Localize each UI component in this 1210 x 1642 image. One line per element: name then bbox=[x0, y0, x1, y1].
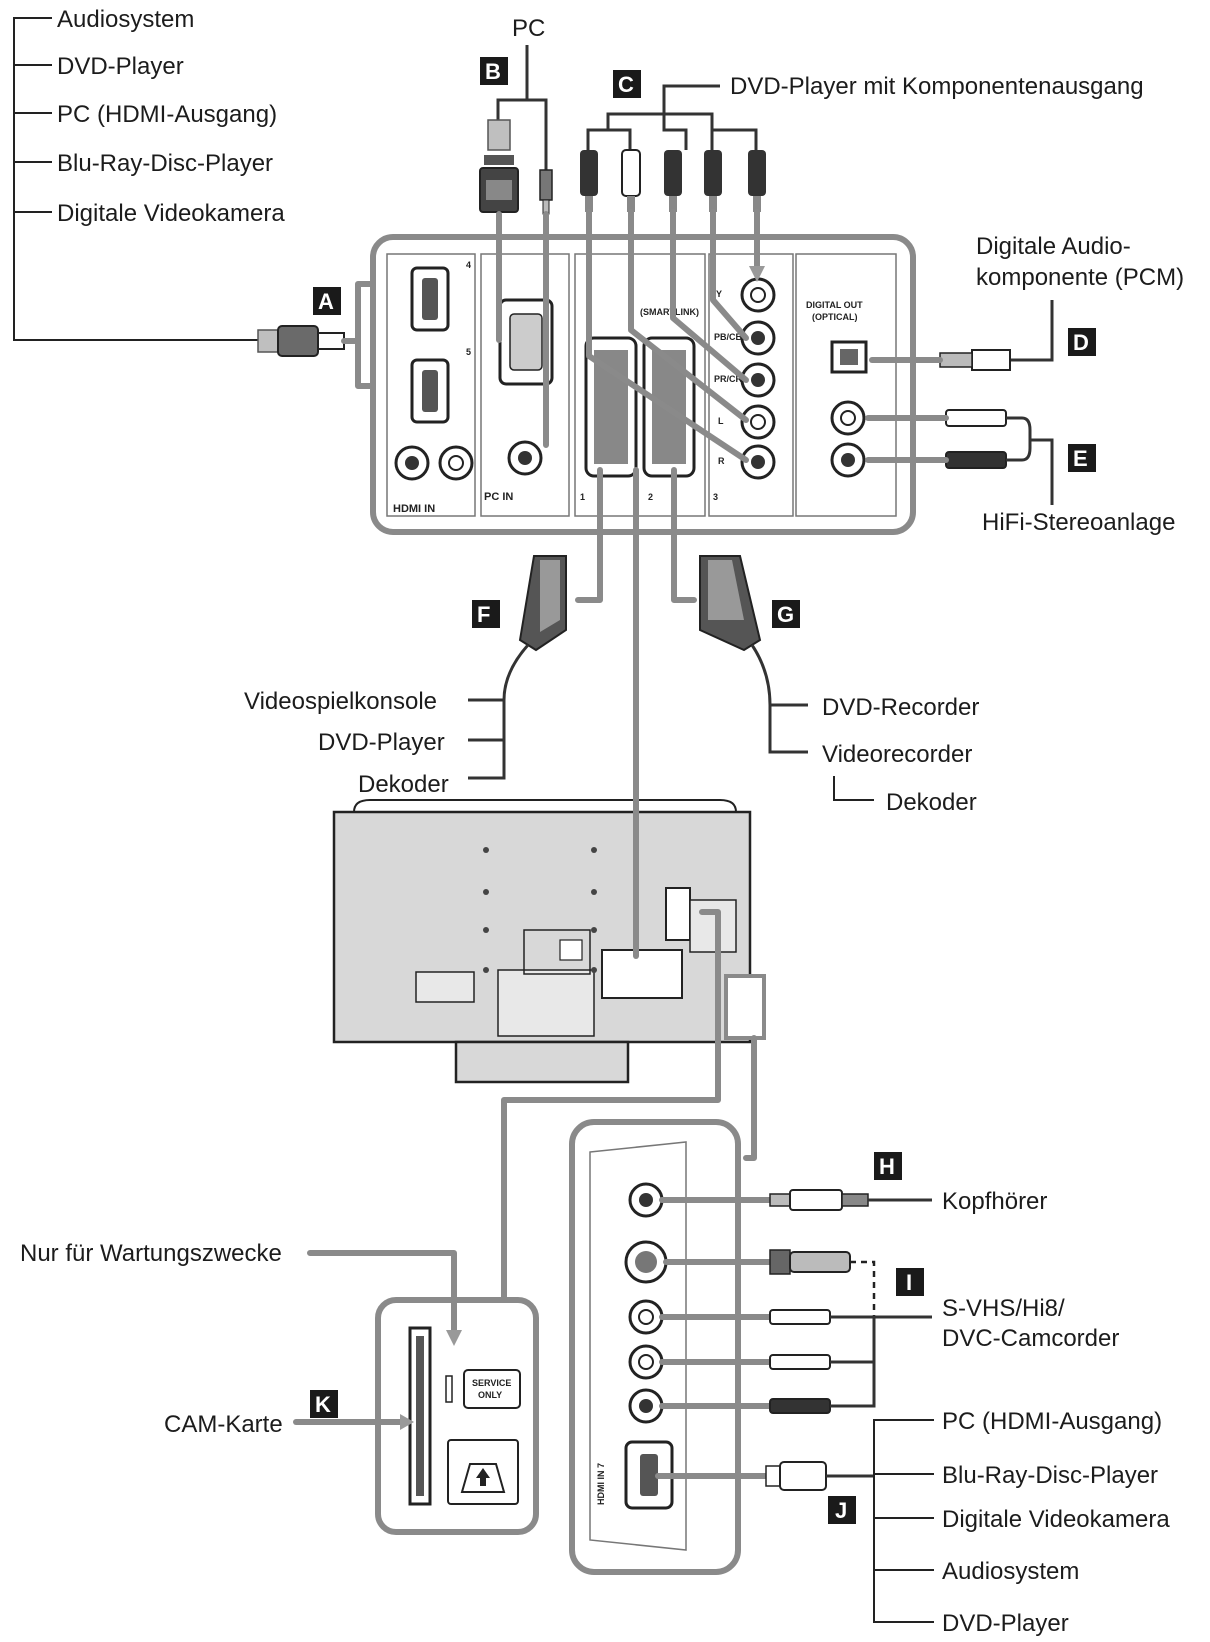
digital-audio-label-2: komponente (PCM) bbox=[976, 264, 1184, 291]
hdmi-device-bracket bbox=[13, 17, 262, 341]
svg-text:A: A bbox=[318, 289, 334, 314]
scart2-device-3: Dekoder bbox=[886, 789, 977, 816]
headphone-plug bbox=[769, 1189, 869, 1211]
device-label-bluray: Blu-Ray-Disc-Player bbox=[57, 150, 273, 177]
l-label: L bbox=[718, 416, 724, 426]
audio-mini-plug bbox=[539, 169, 553, 215]
digital-audio-label-1: Digitale Audio- bbox=[976, 233, 1131, 260]
hdmi-plug-a bbox=[257, 325, 345, 357]
hdmi-port-7 bbox=[624, 1440, 674, 1510]
scart1-device-1: Videospielkonsole bbox=[244, 688, 437, 715]
hdmi7-device-3: Digitale Videokamera bbox=[942, 1506, 1170, 1533]
r-label: R bbox=[718, 456, 725, 466]
smartlink-label: (SMARTLINK) bbox=[640, 307, 699, 317]
svideo-plug bbox=[769, 1249, 851, 1275]
svg-text:I: I bbox=[906, 1270, 912, 1295]
svg-text:D: D bbox=[1073, 330, 1089, 355]
tv-back bbox=[332, 799, 766, 1084]
device-label-audiosystem: Audiosystem bbox=[57, 6, 194, 33]
badge-k: K bbox=[310, 1390, 338, 1418]
hifi-label: HiFi-Stereoanlage bbox=[982, 509, 1175, 536]
component-label: DVD-Player mit Komponentenausgang bbox=[730, 73, 1144, 100]
pb-label: PB/CB bbox=[714, 332, 743, 342]
service-label: Nur für Wartungszwecke bbox=[20, 1240, 282, 1267]
digital-out-sub: (OPTICAL) bbox=[812, 312, 858, 322]
badge-h: H bbox=[874, 1152, 902, 1180]
svg-text:J: J bbox=[835, 1498, 847, 1523]
hdmi-in-label: HDMI IN bbox=[393, 503, 435, 515]
scart1-device-3: Dekoder bbox=[358, 771, 449, 798]
scart2-device-1: DVD-Recorder bbox=[822, 694, 979, 721]
hifi-plugs bbox=[945, 409, 1007, 469]
badge-a: A bbox=[313, 287, 341, 315]
vga-port bbox=[498, 298, 554, 386]
scart-plug-g bbox=[699, 555, 762, 652]
device-label-dvd-player: DVD-Player bbox=[57, 53, 184, 80]
scart-1-label: 1 bbox=[580, 492, 585, 502]
digital-out-label: DIGITAL OUT bbox=[806, 300, 863, 310]
cam-label: CAM-Karte bbox=[164, 1411, 283, 1438]
pc-label: PC bbox=[512, 15, 545, 42]
hdmi-in-7-label: HDMI IN 7 bbox=[596, 1463, 606, 1505]
badge-d: D bbox=[1068, 328, 1096, 356]
optical-plug bbox=[939, 349, 1011, 371]
badge-i: I bbox=[896, 1268, 924, 1296]
badge-c: C bbox=[613, 70, 641, 98]
svg-text:G: G bbox=[777, 602, 794, 627]
vga-plug bbox=[479, 119, 519, 213]
svg-text:C: C bbox=[618, 72, 634, 97]
camcorder-label-1: S-VHS/Hi8/ bbox=[942, 1295, 1065, 1322]
scart2-device-2: Videorecorder bbox=[822, 741, 972, 768]
camcorder-label-2: DVC-Camcorder bbox=[942, 1325, 1119, 1352]
svg-text:K: K bbox=[315, 1392, 331, 1417]
pr-label: PR/CR bbox=[714, 374, 743, 384]
badge-b: B bbox=[480, 57, 508, 85]
port-5-label: 5 bbox=[466, 347, 471, 357]
hdmi7-device-5: DVD-Player bbox=[942, 1610, 1069, 1637]
scart1-device-2: DVD-Player bbox=[318, 729, 445, 756]
comp-3-label: 3 bbox=[713, 492, 718, 502]
badge-g: G bbox=[772, 600, 800, 628]
svg-text:ONLY: ONLY bbox=[478, 1390, 502, 1400]
badge-e: E bbox=[1068, 444, 1096, 472]
rca-plugs-top bbox=[580, 149, 766, 212]
svg-text:E: E bbox=[1073, 446, 1088, 471]
svg-text:F: F bbox=[477, 602, 490, 627]
headphone-label: Kopfhörer bbox=[942, 1188, 1047, 1215]
hdmi-port-5 bbox=[410, 358, 450, 424]
camcorder-rca-plugs bbox=[769, 1309, 831, 1414]
scart-2-label: 2 bbox=[648, 492, 653, 502]
component-jacks bbox=[740, 277, 776, 480]
service-port bbox=[463, 1369, 521, 1409]
svg-text:SERVICE: SERVICE bbox=[472, 1378, 511, 1388]
y-label: Y bbox=[716, 289, 722, 299]
badge-f: F bbox=[472, 600, 500, 628]
device-label-pc-hdmi: PC (HDMI-Ausgang) bbox=[57, 101, 277, 128]
pc-in-label: PC IN bbox=[484, 491, 513, 503]
badge-j: J bbox=[828, 1496, 856, 1524]
hdmi7-device-4: Audiosystem bbox=[942, 1558, 1079, 1585]
hdmi-port-4 bbox=[410, 266, 450, 332]
port-4-label: 4 bbox=[466, 260, 471, 270]
svg-text:B: B bbox=[485, 59, 501, 84]
hdmi7-device-1: PC (HDMI-Ausgang) bbox=[942, 1408, 1162, 1435]
hdmi-plug-j bbox=[765, 1461, 827, 1491]
hdmi7-device-2: Blu-Ray-Disc-Player bbox=[942, 1462, 1158, 1489]
device-label-videokamera: Digitale Videokamera bbox=[57, 200, 285, 227]
svg-text:H: H bbox=[879, 1154, 895, 1179]
scart-plug-f bbox=[518, 555, 567, 652]
